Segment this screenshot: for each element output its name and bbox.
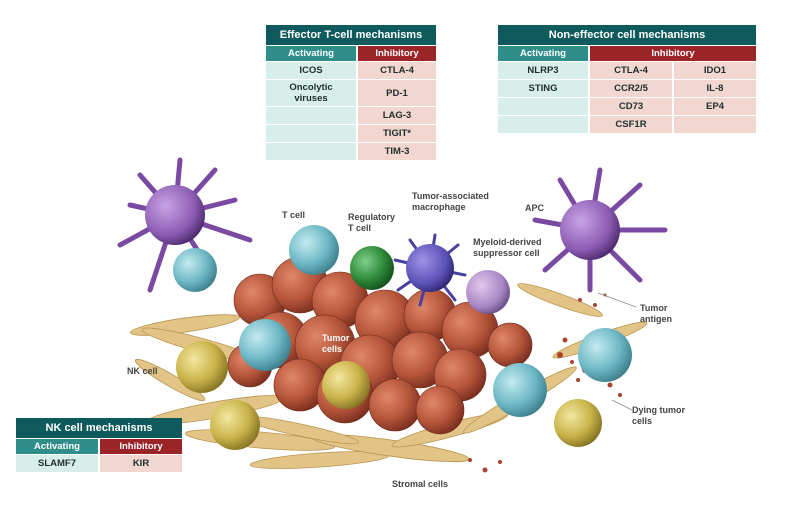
nk-table-title: NK cell mechanisms — [16, 418, 182, 438]
label-apc: APC — [525, 203, 545, 213]
effector-inhibitory-cell: TIM-3 — [358, 143, 436, 160]
nk-cell-center — [322, 361, 370, 409]
nk-cell-bottom-left — [210, 400, 260, 450]
t-cell-top — [289, 225, 339, 275]
effector-inhibitory-cell: CTLA-4 — [358, 62, 436, 79]
t-cell-far-right — [578, 328, 632, 382]
effector-inhibitory-cell: LAG-3 — [358, 107, 436, 124]
nk-cell-table: NK cell mechanisms Activating Inhibitory… — [14, 417, 184, 473]
effector-inhibitory-header: Inhibitory — [358, 46, 436, 61]
noneffector-activating-cell: STING — [498, 80, 588, 97]
noneffector-inhibitory-cell: CCR2/5 — [590, 80, 672, 97]
effector-activating-cell: Oncolytic viruses — [266, 80, 356, 106]
effector-activating-cell — [266, 107, 356, 124]
nk-inhibitory-header: Inhibitory — [100, 439, 182, 454]
effector-activating-cell — [266, 125, 356, 142]
nk-activating-cell: SLAMF7 — [16, 455, 98, 472]
label-t-cell: T cell — [282, 210, 306, 220]
pointer-lines — [597, 292, 637, 411]
non-effector-cell-table: Non-effector cell mechanisms Activating … — [496, 24, 758, 134]
label-stromal-cells: Stromal cells — [392, 479, 449, 489]
effector-inhibitory-cell: TIGIT* — [358, 125, 436, 142]
effector-inhibitory-cell: PD-1 — [358, 80, 436, 106]
noneffector-inhibitory-header: Inhibitory — [590, 46, 756, 61]
effector-activating-header: Activating — [266, 46, 356, 61]
label-tumor-antigen: Tumor antigen — [640, 303, 673, 324]
effector-table-title: Effector T-cell mechanisms — [266, 25, 436, 45]
apc-left-body — [145, 185, 205, 245]
nk-activating-header: Activating — [16, 439, 98, 454]
myeloid-derived-suppressor-cell — [466, 270, 510, 314]
label-myeloid-derived-suppressor-cell: Myeloid-derived suppressor cell — [473, 237, 542, 258]
noneffector-table-title: Non-effector cell mechanisms — [498, 25, 756, 45]
macrophage-body — [406, 244, 454, 292]
nk-inhibitory-cell: KIR — [100, 455, 182, 472]
apc-right-body — [560, 200, 620, 260]
noneffector-activating-cell — [498, 116, 588, 133]
noneffector-activating-cell: NLRP3 — [498, 62, 588, 79]
regulatory-t-cell — [350, 246, 394, 290]
t-cell-right — [493, 363, 547, 417]
effector-activating-cell — [266, 143, 356, 160]
noneffector-inhibitory-cell: CTLA-4 — [590, 62, 672, 79]
label-regulatory-t-cell: Regulatory T cell — [348, 212, 396, 233]
noneffector-inhibitory-cell: CSF1R — [590, 116, 672, 133]
noneffector-inhibitory-cell: EP4 — [674, 98, 756, 115]
label-dying-tumor-cells: Dying tumor cells — [632, 405, 685, 426]
noneffector-activating-cell — [498, 98, 588, 115]
noneffector-inhibitory-cell: IL-8 — [674, 80, 756, 97]
label-nk-cell: NK cell — [127, 366, 158, 376]
tumor-cells — [227, 256, 533, 435]
nk-cell-left — [176, 341, 228, 393]
effector-activating-cell: ICOS — [266, 62, 356, 79]
t-cell-mid-left — [239, 319, 291, 371]
noneffector-inhibitory-cell: IDO1 — [674, 62, 756, 79]
noneffector-inhibitory-cell: CD73 — [590, 98, 672, 115]
noneffector-inhibitory-cell — [674, 116, 756, 133]
nk-cell-right — [554, 399, 602, 447]
effector-t-cell-table: Effector T-cell mechanisms Activating In… — [264, 24, 438, 161]
label-tumor-associated-macrophage: Tumor-associated macrophage — [412, 191, 489, 212]
noneffector-activating-header: Activating — [498, 46, 588, 61]
label-tumor-cells: Tumor cells — [322, 333, 350, 354]
t-cell-left — [173, 248, 217, 292]
